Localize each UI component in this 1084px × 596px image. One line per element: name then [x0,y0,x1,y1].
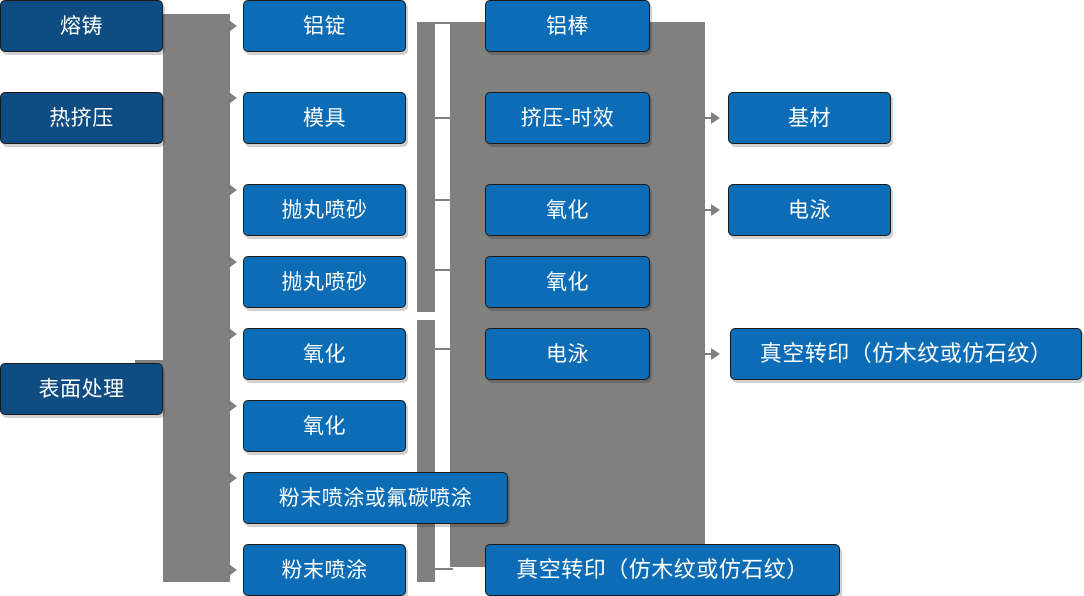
arrow-right-icon [226,470,237,486]
node-label: 抛丸喷砂 [281,270,368,294]
node-extrusion-aging[interactable]: 挤压-时效 [485,92,650,144]
node-label: 电泳 [788,198,831,222]
arrow-right-icon [226,182,237,198]
arrow-right-icon [226,398,237,414]
stage-hot-extrude[interactable]: 热挤压 [0,92,163,144]
arrow-right-icon [711,112,720,124]
node-oxidation-3[interactable]: 氧化 [485,184,650,236]
node-aluminum-ingot[interactable]: 铝锭 [243,0,406,52]
connector-bar-mid-left-2 [417,320,435,582]
node-vacuum-transfer-2[interactable]: 真空转印（仿木纹或仿石纹） [730,328,1082,380]
node-base-material[interactable]: 基材 [728,92,891,144]
node-label: 粉末喷涂或氟碳喷涂 [278,486,473,510]
arrow-right-icon [711,204,720,216]
connector-stem [705,117,713,119]
node-label: 表面处理 [38,377,125,401]
node-label: 氧化 [546,270,589,294]
arrow-right-icon [226,18,237,34]
connector-bar-mid-left [417,22,435,312]
connector-stem [705,209,713,211]
node-label: 粉末喷涂 [281,558,368,582]
node-powder-coating[interactable]: 粉末喷涂 [243,544,406,596]
node-label: 挤压-时效 [520,106,615,130]
arrow-down-icon [68,334,82,343]
node-oxidation-2[interactable]: 氧化 [243,400,406,452]
node-label: 氧化 [303,342,346,366]
arrow-right-icon [711,348,720,360]
node-powder-or-fluorocarbon[interactable]: 粉末喷涂或氟碳喷涂 [243,472,508,524]
arrow-right-icon [226,254,237,270]
bracket-tick-icon [433,117,453,119]
node-label: 真空转印（仿木纹或仿石纹） [516,557,809,582]
node-label: 铝锭 [303,14,346,38]
bracket-tick-icon [433,199,453,201]
arrow-right-icon [226,562,237,578]
node-oxidation-1[interactable]: 氧化 [243,328,406,380]
node-label: 氧化 [303,414,346,438]
node-aluminum-bar[interactable]: 铝棒 [485,0,650,52]
node-mold[interactable]: 模具 [243,92,406,144]
node-electrophoresis-1[interactable]: 电泳 [485,328,650,380]
node-oxidation-4[interactable]: 氧化 [485,256,650,308]
connector-spine-left [163,14,230,582]
arrow-down-icon [68,70,82,79]
node-label: 基材 [788,106,831,130]
arrow-right-icon [226,326,237,342]
stage-surface-treatment[interactable]: 表面处理 [0,363,163,415]
node-label: 真空转印（仿木纹或仿石纹） [759,341,1053,366]
stage-melt-cast[interactable]: 熔铸 [0,0,163,52]
bracket-tick-icon [433,348,453,350]
connector-stem [705,353,713,355]
connector-spine-left-cap [163,14,230,34]
bracket-tick-icon [433,568,453,570]
node-label: 热挤压 [49,106,114,130]
connector-stub-surface [160,388,180,390]
node-vacuum-transfer-1[interactable]: 真空转印（仿木纹或仿石纹） [485,544,840,596]
node-shot-blasting-2[interactable]: 抛丸喷砂 [243,256,406,308]
node-label: 氧化 [546,198,589,222]
bracket-tick-icon [433,269,453,271]
node-shot-blasting-1[interactable]: 抛丸喷砂 [243,184,406,236]
bracket-tick-icon [433,22,453,24]
arrow-right-icon [226,90,237,106]
node-label: 电泳 [546,342,589,366]
node-electrophoresis-2[interactable]: 电泳 [728,184,891,236]
node-label: 铝棒 [546,14,589,38]
node-label: 模具 [303,106,346,130]
node-label: 熔铸 [60,14,103,38]
node-label: 抛丸喷砂 [281,198,368,222]
